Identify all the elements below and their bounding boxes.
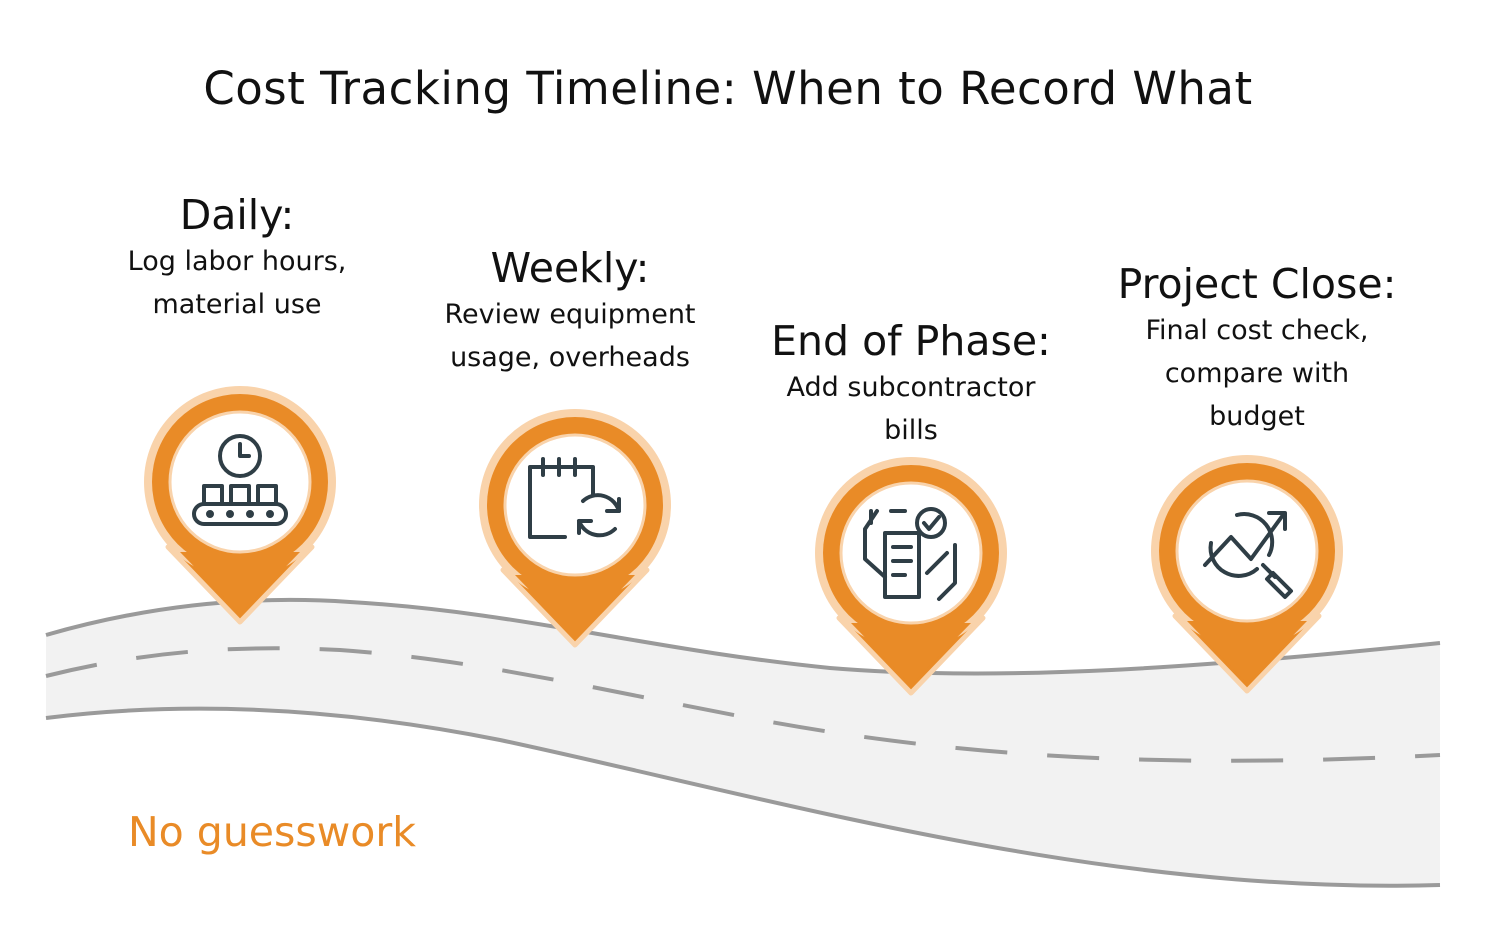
pin-project-close (1151, 455, 1343, 694)
step-daily: Daily: Log labor hours, material use (128, 190, 347, 326)
road (45, 597, 1441, 888)
step-heading: Weekly: (490, 244, 650, 292)
step-end-of-phase: End of Phase: Add subcontractor bills (771, 316, 1051, 452)
step-desc-line: bills (884, 415, 938, 446)
step-project-close: Project Close: Final cost check, compare… (1118, 259, 1397, 438)
step-heading: Project Close: (1117, 260, 1397, 308)
calendar-refresh-icon (528, 457, 621, 539)
conveyor-clock-icon (192, 434, 288, 526)
pin-weekly (479, 409, 671, 648)
step-heading: Daily: (179, 191, 295, 239)
step-desc-line: compare with (1164, 358, 1350, 389)
page-title: Cost Tracking Timeline: When to Record W… (203, 62, 1253, 115)
tagline: No guesswork (128, 808, 416, 856)
trend-analysis-icon (1203, 511, 1293, 599)
step-weekly: Weekly: Review equipment usage, overhead… (444, 243, 695, 379)
step-desc-line: usage, overheads (450, 342, 690, 373)
step-desc-line: Add subcontractor (786, 372, 1036, 403)
step-desc-line: budget (1209, 401, 1305, 432)
step-desc-line: material use (152, 289, 322, 320)
step-heading: End of Phase: (771, 317, 1051, 365)
pin-end-of-phase (815, 457, 1007, 696)
road-center-dashes (45, 646, 1441, 763)
step-desc-line: Log labor hours, (127, 246, 347, 277)
step-desc-line: Review equipment (444, 299, 696, 330)
road-bottom-edge (45, 706, 1441, 888)
pin-daily (144, 386, 336, 625)
checklist-hand-icon (863, 507, 957, 601)
step-desc-line: Final cost check, (1145, 315, 1369, 346)
